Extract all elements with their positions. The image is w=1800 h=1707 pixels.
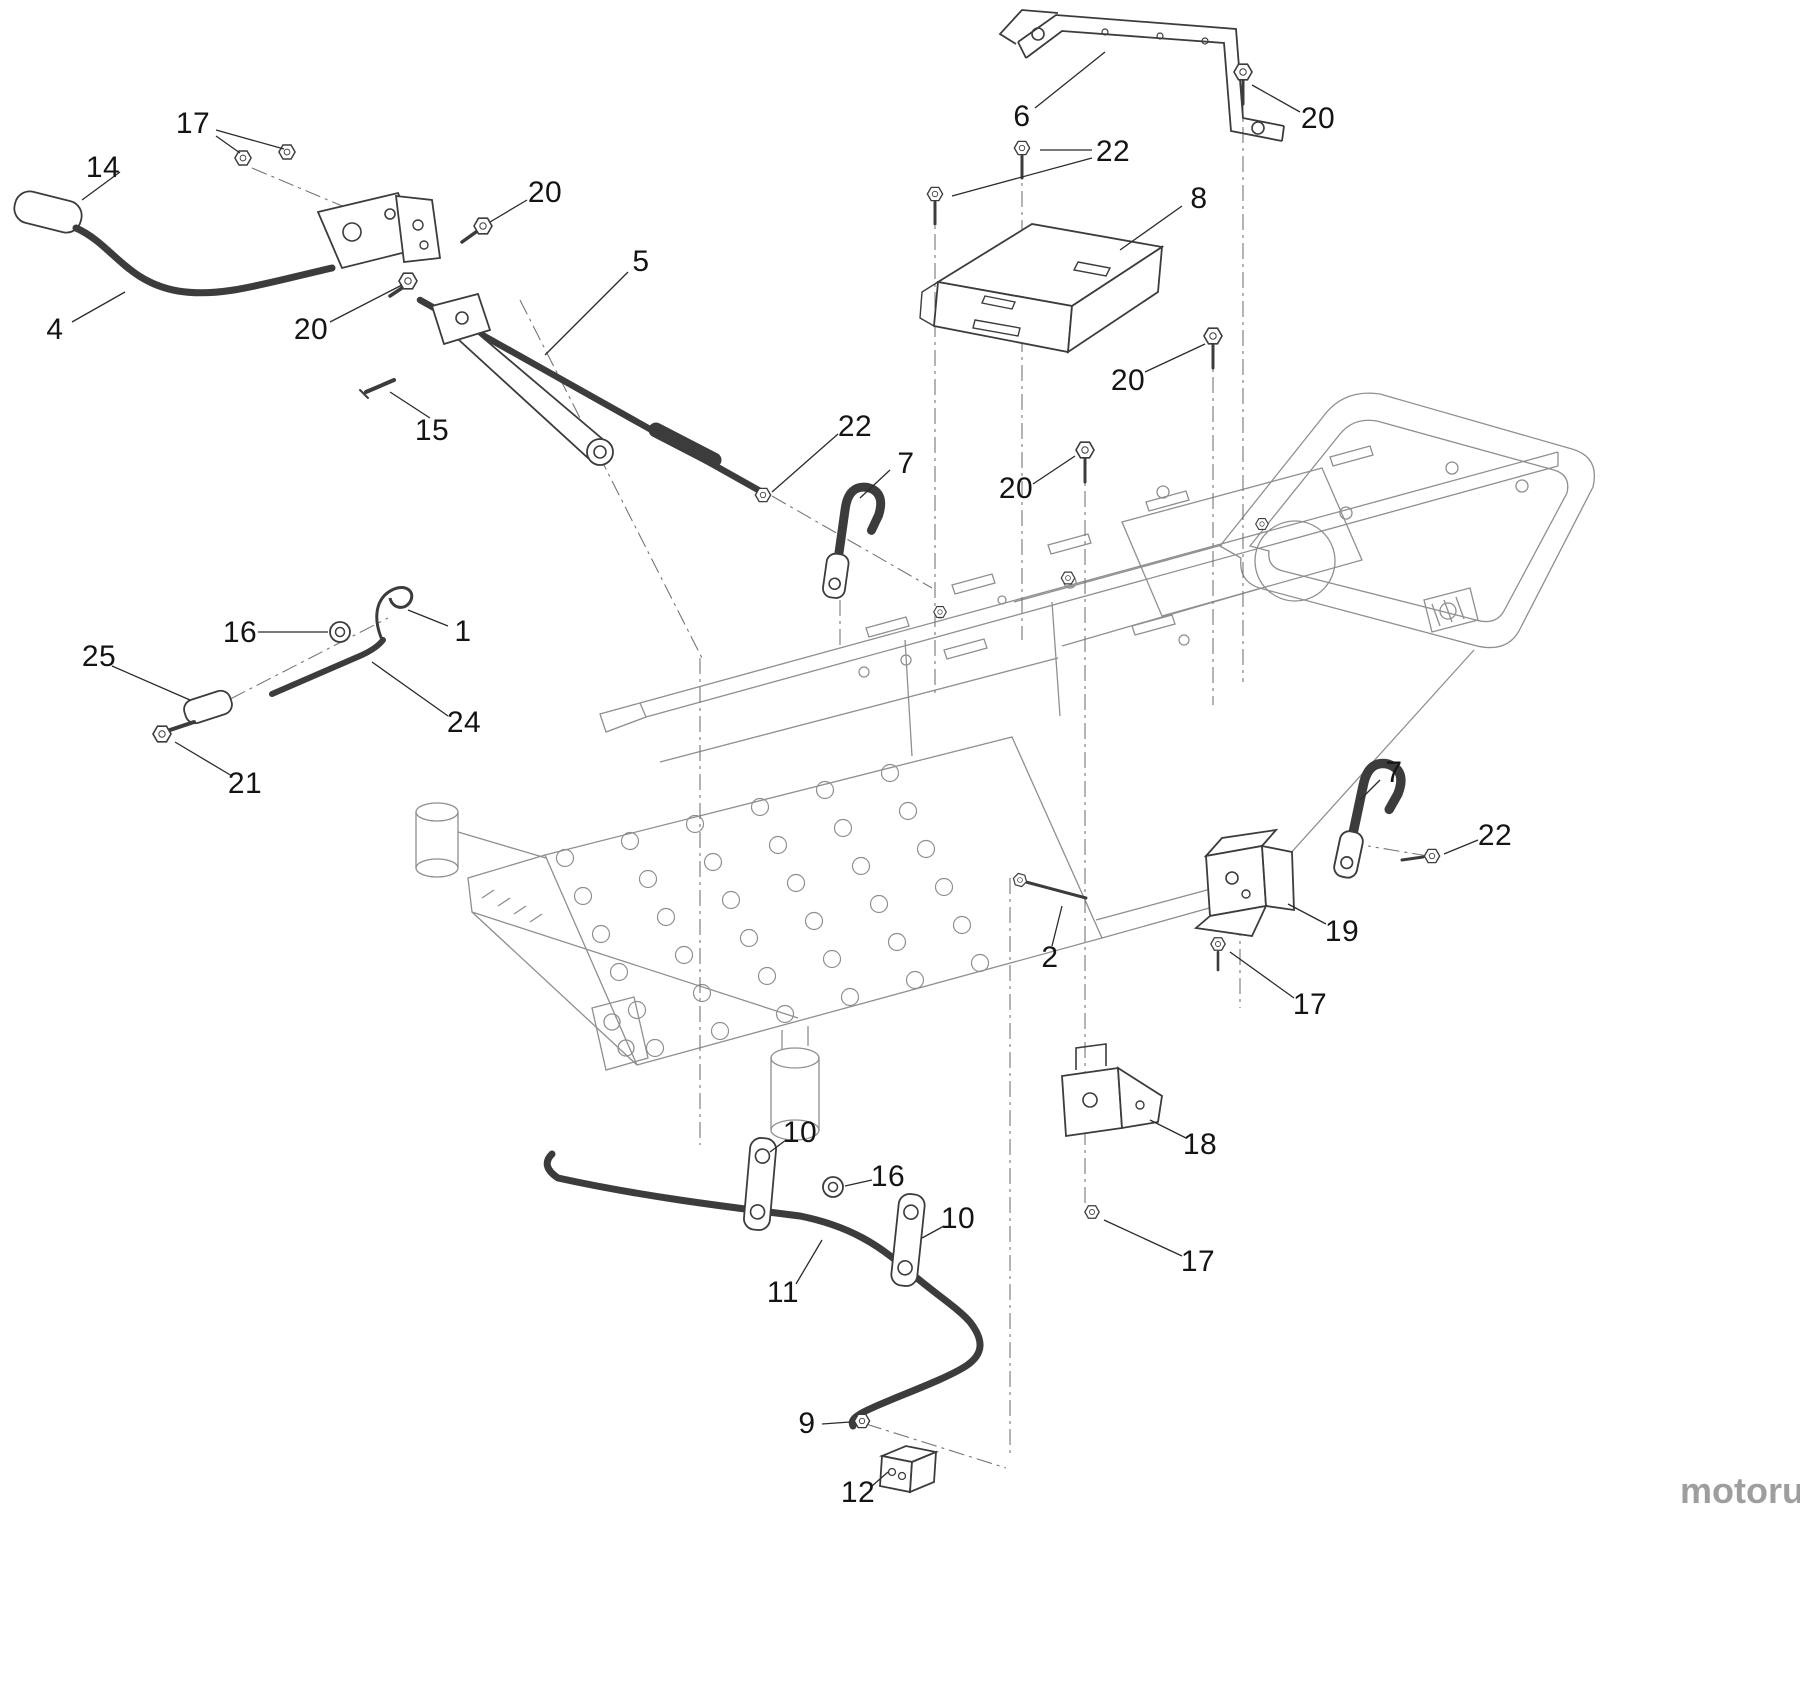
part-10-strap-b [889, 1191, 927, 1289]
part-17-nuts-top [234, 144, 296, 166]
callout-20-14: 20 [998, 472, 1034, 505]
part-1-cotter-pin [375, 586, 414, 643]
callout-20-5: 20 [293, 313, 329, 346]
chassis-frame [415, 392, 1595, 1141]
callout-12-32: 12 [840, 1476, 876, 1509]
callout-7-20: 7 [1385, 756, 1403, 789]
bolt-20-lever [473, 217, 493, 235]
callout-1-15: 1 [454, 615, 472, 648]
part-24-rod [269, 637, 386, 697]
callout-7-13: 7 [897, 447, 915, 480]
callout-14-1: 14 [85, 151, 121, 184]
callout-22-12: 22 [837, 410, 873, 443]
bolt-17-bracket19 [1210, 937, 1226, 951]
callout-17-24: 17 [1292, 988, 1328, 1021]
watermark-main: motoruf [1680, 1470, 1800, 1511]
callout-24-18: 24 [446, 706, 482, 739]
callout-19-22: 19 [1324, 915, 1360, 948]
part-5-shaft [416, 292, 766, 496]
bolt-20-mid-right [1203, 327, 1223, 345]
callout-18-27: 18 [1182, 1128, 1218, 1161]
bolt-20-top-right [1233, 63, 1253, 81]
callout-17-30: 17 [1180, 1245, 1216, 1278]
watermark-logo: motoruf.de [1680, 1470, 1800, 1512]
callout-16-26: 16 [870, 1160, 906, 1193]
callout-11-29: 11 [766, 1276, 800, 1309]
callout-10-25: 10 [782, 1116, 818, 1149]
part-16-washer-a [329, 621, 351, 643]
callout-5-3: 5 [632, 245, 650, 278]
part-21-bolt [152, 720, 196, 743]
callout-20-8: 20 [1300, 102, 1336, 135]
callout-9-31: 9 [798, 1407, 816, 1440]
part-16-washer-b [822, 1176, 844, 1198]
part-18-bracket [1061, 1043, 1163, 1138]
callout-8-9: 8 [1190, 182, 1208, 215]
leader-lines [71, 51, 1479, 1487]
callout-25-17: 25 [81, 640, 117, 673]
callout-2-23: 2 [1041, 941, 1059, 974]
bolt-20-plate [398, 272, 418, 290]
bolt-22-hook-rear [1423, 848, 1441, 864]
part-15-pin [359, 378, 396, 399]
part-2-bolt [1011, 872, 1088, 900]
callout-22-7: 22 [1095, 135, 1131, 168]
frame-nut-a [1060, 571, 1076, 585]
bolt-22-right [1013, 140, 1031, 156]
fasteners [388, 63, 1441, 1219]
callout-20-10: 20 [1110, 364, 1146, 397]
callout-15-11: 15 [414, 414, 450, 447]
part-12-block [878, 1445, 940, 1494]
part-6-bracket [998, 9, 1285, 142]
part-9-nut [853, 1413, 871, 1429]
part-14-grip [13, 190, 83, 234]
part-4-lever [72, 191, 442, 297]
bolt-22-shaft5 [754, 487, 772, 503]
bolt-20-center [1075, 441, 1095, 459]
construction-lines [204, 98, 1429, 1469]
callout-10-28: 10 [940, 1202, 976, 1235]
callout-20-2: 20 [527, 176, 563, 209]
part-8-plate [919, 223, 1165, 354]
nut-17-bracket18 [1084, 1205, 1100, 1219]
callout-17-0: 17 [175, 107, 211, 140]
callout-21-19: 21 [227, 767, 263, 800]
callout-4-4: 4 [46, 313, 64, 346]
callout-22-21: 22 [1477, 819, 1513, 852]
callout-6-6: 6 [1013, 100, 1031, 133]
part-25-spacer [183, 689, 233, 725]
frame-nut-c [1255, 517, 1269, 531]
deck-perforations [555, 763, 990, 1058]
bolt-22-left [926, 186, 944, 202]
part-19-bracket [1193, 828, 1295, 937]
callout-16-16: 16 [222, 616, 258, 649]
frame-nut-b [933, 605, 947, 619]
